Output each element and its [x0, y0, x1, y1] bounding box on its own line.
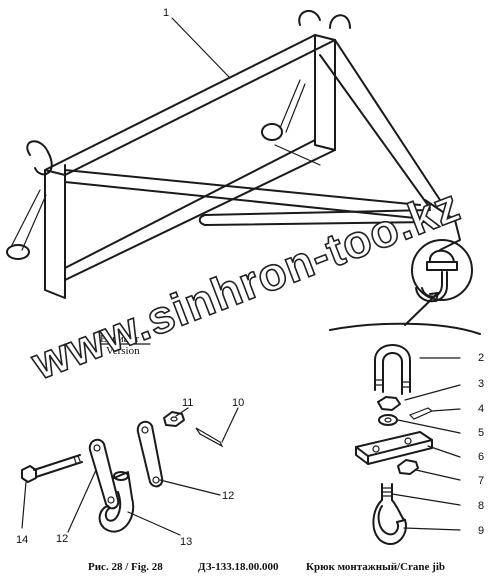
figure-caption: Рис. 28 / Fig. 28 ДЗ-133.18.00.000 Крюк … [88, 561, 445, 573]
callout-13: 13 [180, 536, 192, 548]
version-label-ru: Вариант [100, 333, 139, 345]
crane-jib-frame [6, 10, 461, 299]
callout-12-right: 12 [222, 490, 234, 502]
callout-10: 10 [232, 397, 244, 409]
callout-1: 1 [163, 7, 169, 19]
version-label: Вариант Version [99, 333, 151, 357]
callout-7: 7 [478, 475, 484, 487]
callout-14: 14 [16, 534, 28, 546]
leader-lines [21, 17, 461, 536]
detail-pointer [329, 292, 481, 335]
callout-11: 11 [182, 397, 193, 409]
callout-numbers: 1 2 3 4 5 6 7 8 9 10 11 12 12 13 14 [16, 7, 484, 548]
callout-4: 4 [478, 403, 484, 415]
version-label-en: Version [106, 345, 140, 357]
callout-9: 9 [478, 525, 484, 537]
caption-title: Крюк монтажный/Crane jib [306, 561, 445, 573]
version-parts [21, 411, 224, 533]
caption-figure-number: Рис. 28 / Fig. 28 [88, 561, 163, 573]
caption-drawing-code: ДЗ-133.18.00.000 [198, 561, 279, 573]
callout-12-left: 12 [56, 533, 68, 545]
hook-assembly [355, 344, 434, 546]
callout-8: 8 [478, 500, 484, 512]
callout-2: 2 [478, 352, 484, 364]
callout-5: 5 [478, 427, 484, 439]
detail-circle [411, 239, 473, 303]
callout-6: 6 [478, 451, 484, 463]
callout-3: 3 [478, 378, 484, 390]
